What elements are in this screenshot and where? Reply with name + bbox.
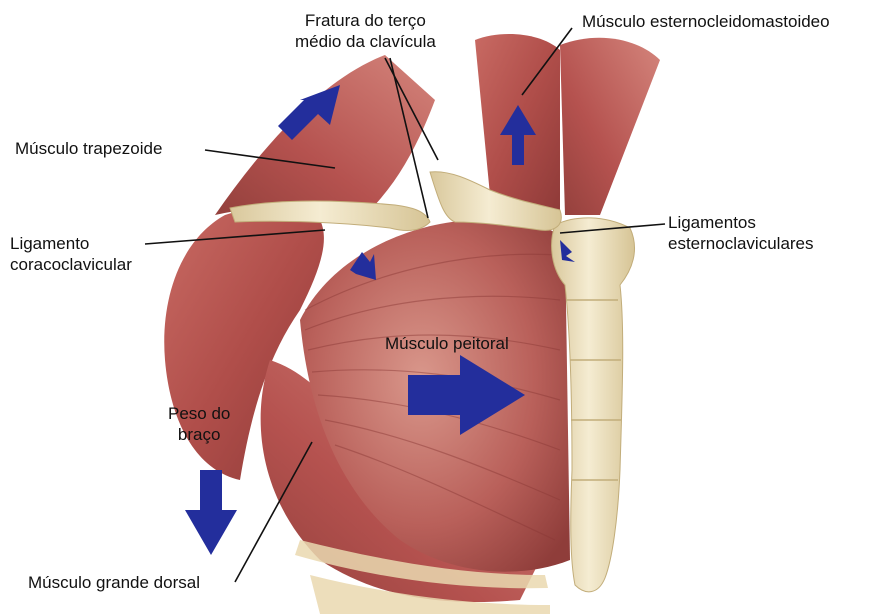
label-arm-weight-line1: Peso do bbox=[168, 403, 230, 424]
label-coracoclavicular-line1: Ligamento bbox=[10, 233, 132, 254]
label-latissimus: Músculo grande dorsal bbox=[28, 572, 200, 593]
label-sternoclavicular-line2: esternoclaviculares bbox=[668, 233, 814, 254]
label-coracoclavicular-line2: coracoclavicular bbox=[10, 254, 132, 275]
arrow-down-arm bbox=[185, 470, 237, 555]
label-sternocleidomastoid: Músculo esternocleidomastoideo bbox=[582, 11, 830, 32]
label-clavicle-fracture-line2: médio da clavícula bbox=[295, 31, 436, 52]
label-sternoclavicular-ligaments: Ligamentos esternoclaviculares bbox=[668, 212, 814, 254]
neck-muscle-right bbox=[560, 38, 660, 215]
label-pectoral: Músculo peitoral bbox=[385, 333, 509, 354]
label-clavicle-fracture: Fratura do terço médio da clavícula bbox=[295, 10, 436, 52]
label-arm-weight: Peso do braço bbox=[168, 403, 230, 445]
label-sternoclavicular-line1: Ligamentos bbox=[668, 212, 814, 233]
trapezius-muscle bbox=[215, 55, 435, 215]
label-clavicle-fracture-line1: Fratura do terço bbox=[295, 10, 436, 31]
label-arm-weight-line2: braço bbox=[168, 424, 230, 445]
label-coracoclavicular: Ligamento coracoclavicular bbox=[10, 233, 132, 275]
label-trapezoid: Músculo trapezoide bbox=[15, 138, 162, 159]
